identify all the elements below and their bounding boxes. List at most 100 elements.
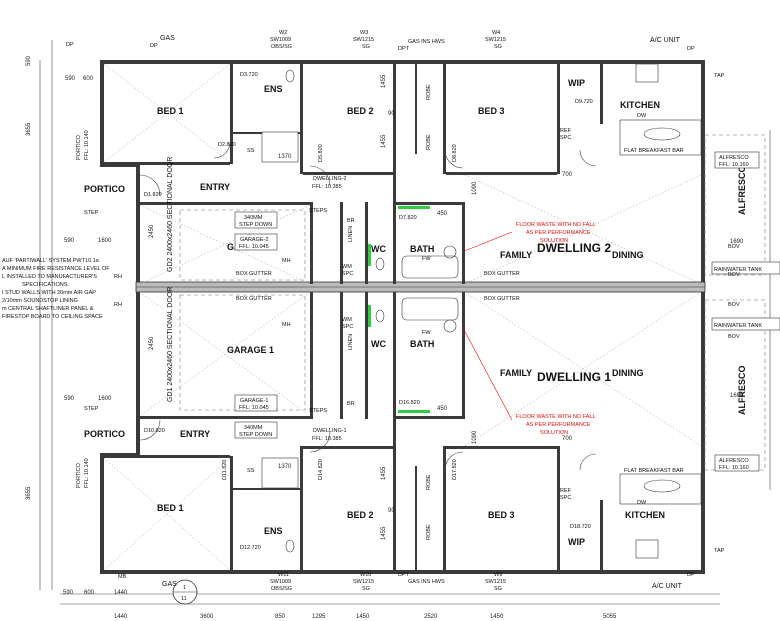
dim-2450: 2450 [149,224,155,238]
garage1-stepdown-b: STEP DOWN [239,432,272,438]
room-bath-bottom: BATH [410,339,434,349]
label-w3-size: SW1215 [353,37,374,43]
sink-bottom [643,479,681,493]
floor-waste-note-top-3: SOLUTION [540,238,568,244]
dim-1455: 1455 [381,526,387,540]
bov-bottom2: BOV [728,334,740,340]
rainwater-tank-label: RAINWATER TANK [714,323,762,329]
dim-1690: 1690 [730,393,744,399]
dim-1450: 1450 [356,614,370,620]
bathtub-top [401,255,459,279]
robe-bed2-top: ROBE [426,134,432,150]
label-dpt-top: DPT [398,46,410,52]
dwelling-2-title: DWELLING 2 [537,241,611,255]
portico1-ffl-value: FFL: 10.140 [84,458,90,488]
steps-bottom: STEPS [309,408,327,414]
door-d7: D7.820 [399,215,417,221]
shower-top [261,131,299,163]
spc-wm-bottom: SPC [342,324,353,330]
label-w4: W4 [492,30,500,36]
dim-1090: 1090 [472,430,478,444]
dim-1690: 1690 [730,239,744,245]
dim-1090: 1090 [472,181,478,195]
room-bed3-top: BED 3 [478,106,505,116]
alfresco2-ffl-value: FFL: 10.160 [719,162,749,168]
door-d3: D3.720 [240,72,258,78]
fw-top: FW [422,256,431,262]
firewall-note-line: SPECIFICATIONS. [22,282,69,288]
dim-450: 450 [437,406,448,412]
label-gas-ins-hws-top: GAS INS HWS [408,39,445,45]
room-bed1-bottom: BED 1 [157,503,184,513]
linen-top: LINEN [348,226,354,242]
portico1-ffl-label: PORTICO [76,462,82,488]
rainwater-tank-top [711,261,780,275]
room-wip-top: WIP [568,78,585,88]
room-family-top: FAMILY [500,250,532,260]
dim-590: 590 [26,55,32,66]
portico2-ffl-value: FFL: 10.140 [84,130,90,160]
garage2-stepdown-a: 340MM [244,215,263,221]
floor-waste-note-bottom-3: SOLUTION [540,430,568,436]
label-w11-type: OBS/SG [271,586,292,592]
label-tap-bottom: TAP [714,548,725,554]
rh-bottom: RH [114,302,122,308]
robe-bed3-bottom: ROBE [426,474,432,490]
garage1-stepdown-box [234,421,278,439]
ffl-dwelling1-label: DWELLING-1 [313,428,347,434]
green-marker [368,305,371,327]
section-sheet: 11 [181,596,187,602]
wm-top: WM [342,264,352,270]
dim-1455: 1455 [381,134,387,148]
label-gas-top: GAS [160,35,175,42]
step-bottom: STEP [84,406,99,412]
dim-600: 600 [83,76,94,82]
robe-bed3-top: ROBE [426,84,432,100]
ss-top: SS [247,148,255,154]
section-marker [172,579,198,605]
kitchen-bench-bottom [619,473,702,505]
firewall-note-line: 2/10mm SOUNDSTOP LINING [2,298,78,304]
firewall-note-line: I STUD WALLS WITH 20mm AIR GAP [2,290,96,296]
garage2-ffl-label: GARAGE-2 [240,237,268,243]
alfresco1-ffl-label: ALFRESCO [719,458,749,464]
dim-1295: 1295 [312,614,326,620]
room-kitchen-bottom: KITCHEN [625,510,665,520]
room-ens-top: ENS [264,84,283,94]
dim-1600: 1600 [98,396,112,402]
door-d14: D14.820 [318,459,324,480]
label-w4-size: SW1215 [485,37,506,43]
alfresco2-ffl-label: ALFRESCO [719,155,749,161]
label-dp2-top: DP [687,46,695,52]
rainwater-tank-label: RAINWATER TANK [714,267,762,273]
door-d8: D8.820 [452,144,458,162]
cooktop-bottom [635,539,659,559]
ss-bottom: SS [247,468,255,474]
floor-waste-leader-bottom [461,325,513,421]
label-w10: W10 [360,572,371,578]
room-portico-top: PORTICO [84,184,125,194]
door-d1: D1.820 [144,192,162,198]
label-w9-type: SG [494,586,502,592]
ref-bottom: REF [560,488,572,494]
spc-top: SPC [560,135,571,141]
label-w2: W2 [279,30,287,36]
garage2-ffl-box [234,233,278,251]
dim-3655: 3655 [26,122,32,136]
door-d18: D18.720 [570,524,591,530]
dim-590: 590 [65,76,76,82]
door-d16: D16.820 [399,400,420,406]
steps-top: STEPS [309,208,327,214]
label-ac-unit-top: A/C UNIT [650,37,681,44]
bov-bottom: BOV [728,302,740,308]
label-w4-type: SG [494,44,502,50]
room-entry-top: ENTRY [200,182,230,192]
breakfast-bar-bottom: FLAT BREAKFAST BAR [624,468,684,474]
dim-1440: 1440 [114,590,128,596]
kitchen-bench-top [619,119,702,156]
dimension-text: 590 590 600 3655 590 1600 2450 2450 590 … [26,55,744,620]
floor-waste-note-top-1: FLOOR WASTE WITH NO FALL [516,222,596,228]
floor-waste-note-top-2: AS PER PERFORMANCE [526,230,591,236]
label-gas-ins-hws-bottom: GAS INS HWS [408,579,445,585]
dim-590: 590 [64,396,75,402]
